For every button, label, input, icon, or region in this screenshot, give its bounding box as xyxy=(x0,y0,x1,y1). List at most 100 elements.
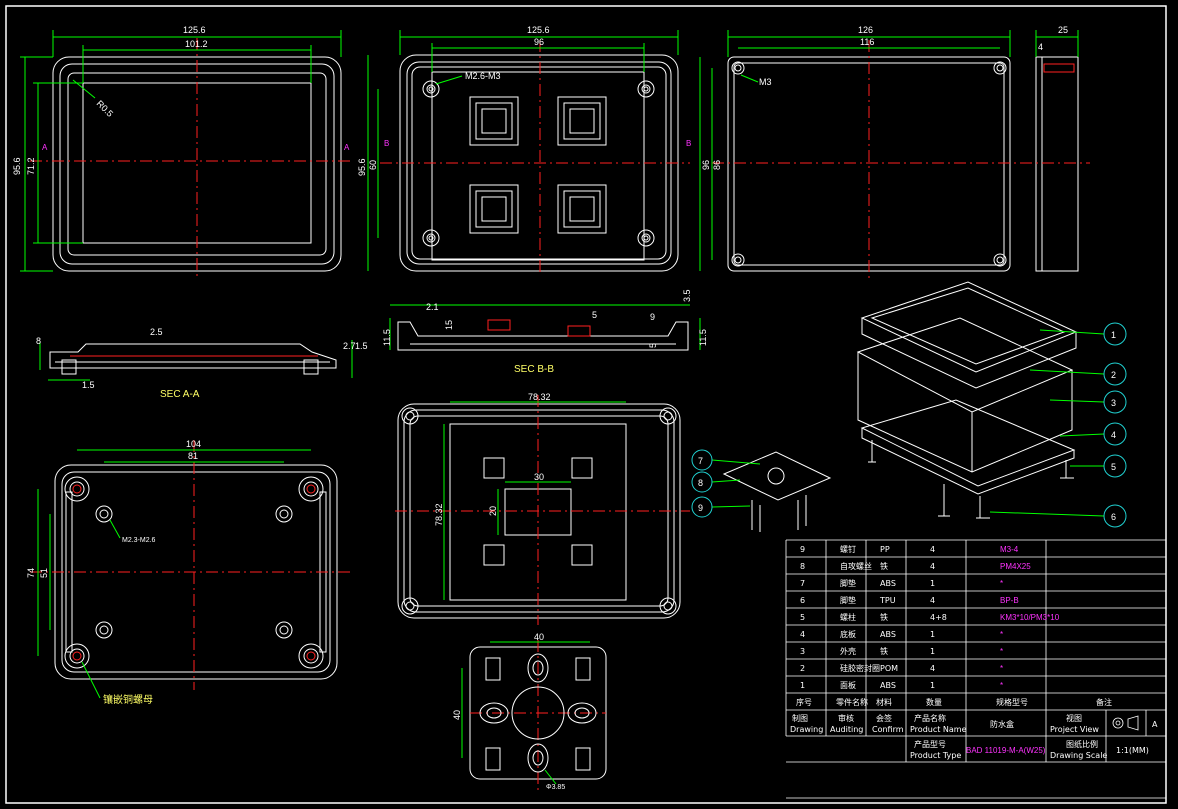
balloon-7: 7 xyxy=(691,449,713,471)
title-product-name-cn: 产品名称 xyxy=(914,713,946,723)
bom-cell-name: 螺柱 xyxy=(840,612,856,622)
title-product-name-en: Product Name xyxy=(910,725,967,734)
bom-cell-spec: * xyxy=(1000,630,1003,639)
label-bottom-screw: M2.3-M2.6 xyxy=(122,537,156,544)
section-mark-b-right: B xyxy=(686,139,691,148)
dim-bottom-height-inner: 51 xyxy=(39,568,49,578)
bom-header-mat: 材料 xyxy=(876,697,892,707)
view-middle-plate xyxy=(395,395,690,625)
section-b-b xyxy=(389,304,701,351)
dim-v2-height-outer: 95.6 xyxy=(357,158,367,176)
bom-cell-name: 底板 xyxy=(840,629,856,639)
dim-seca-top: 2.5 xyxy=(150,327,163,337)
bom-cell-qty: 4+8 xyxy=(930,613,947,622)
label-v3-screw: M3 xyxy=(759,77,772,87)
section-label-a: SEC A-A xyxy=(160,389,200,400)
balloon-3: 3 xyxy=(1103,390,1127,414)
title-product-type-en: Product Type xyxy=(910,751,961,760)
bom-cell-mat: TPU xyxy=(879,596,896,605)
dim-seca-height: 8 xyxy=(36,336,41,346)
drawing-frame xyxy=(5,5,1167,804)
dim-foot-width: 40 xyxy=(534,632,544,642)
title-project-view-cn: 视图 xyxy=(1066,713,1082,723)
balloon-4: 4 xyxy=(1103,422,1127,446)
title-sheet-size: A xyxy=(1152,720,1158,729)
bom-cell-no: 4 xyxy=(800,630,805,639)
bom-header-name: 零件名称 xyxy=(836,697,868,707)
dim-seca-left: 1.5 xyxy=(82,380,95,390)
bom-cell-qty: 4 xyxy=(930,545,935,554)
bom-cell-mat: PP xyxy=(880,545,890,554)
bom-cell-mat: 铁 xyxy=(880,561,888,571)
dim-secb-top: 2.1 xyxy=(426,302,439,312)
dim-seca-right-1: 2.7 xyxy=(343,341,356,351)
bom-cell-qty: 4 xyxy=(930,664,935,673)
svg-text:7: 7 xyxy=(698,456,703,466)
bom-cell-no: 3 xyxy=(800,647,805,656)
title-product-type-value: BAD 11019-M-A(W25) xyxy=(966,746,1046,755)
dim-seca-right-2: 1.5 xyxy=(355,341,368,351)
dim-v2-height-inner: 60 xyxy=(368,160,378,170)
bom-cell-mat: 铁 xyxy=(880,646,888,656)
view-bottom xyxy=(30,440,350,699)
dim-secb-9: 9 xyxy=(650,312,655,322)
title-auditing-en: Auditing xyxy=(830,725,863,734)
title-confirm-cn: 会签 xyxy=(876,713,892,723)
balloon-2: 2 xyxy=(1103,362,1127,386)
bom-cell-mat: ABS xyxy=(880,579,896,588)
section-mark-a-left: A xyxy=(42,143,48,152)
balloon-1: 1 xyxy=(1103,322,1127,346)
title-auditing-cn: 审核 xyxy=(838,713,854,723)
svg-text:9: 9 xyxy=(698,503,703,513)
bom-cell-spec: PM4X25 xyxy=(1000,562,1031,571)
dim-v1-width-inner: 101.2 xyxy=(185,39,208,49)
bom-cell-no: 1 xyxy=(800,681,805,690)
balloons: 1 2 3 4 5 6 7 8 9 xyxy=(691,322,1127,528)
bom-cell-name: 脚垫 xyxy=(840,595,856,605)
title-product-name-value: 防水盒 xyxy=(990,719,1014,729)
section-mark-b-left: B xyxy=(384,139,389,148)
bom-cell-qty: 1 xyxy=(930,681,935,690)
title-confirm-en: Confirm xyxy=(872,725,904,734)
section-a-a xyxy=(39,340,353,381)
bom-cell-mat: 铁 xyxy=(880,612,888,622)
title-drawing-cn: 制图 xyxy=(792,713,808,723)
dim-mid-30: 30 xyxy=(534,472,544,482)
bom-cell-qty: 4 xyxy=(930,562,935,571)
section-label-b: SEC B-B xyxy=(514,364,554,375)
dim-secb-m1: 15 xyxy=(444,320,454,330)
balloon-9: 9 xyxy=(691,496,713,518)
balloon-5: 5 xyxy=(1103,454,1127,478)
bom-header-note: 备注 xyxy=(1096,697,1112,707)
title-scale-en: Drawing Scale xyxy=(1050,751,1107,760)
bom-cell-name: 螺钉 xyxy=(840,544,856,554)
bom-cell-spec: * xyxy=(1000,664,1003,673)
dim-foot-hole: Φ3.85 xyxy=(546,784,565,791)
dim-secb-height-2: 11.5 xyxy=(698,329,708,346)
bom-cell-name: 面板 xyxy=(840,680,856,690)
bom-cell-spec: * xyxy=(1000,681,1003,690)
dim-mid-height: 78.32 xyxy=(434,503,444,526)
bom-cell-mat: ABS xyxy=(880,681,896,690)
view-top xyxy=(20,30,350,280)
bom-header-spec: 规格型号 xyxy=(996,697,1028,707)
svg-text:8: 8 xyxy=(698,478,703,488)
label-copper-nut: 镶嵌铜螺母 xyxy=(103,693,153,706)
dim-v3-width-outer: 126 xyxy=(858,25,873,35)
bom-cell-no: 6 xyxy=(800,596,805,605)
dim-mid-width: 78.32 xyxy=(528,392,551,402)
bom-cell-mat: ABS xyxy=(880,630,896,639)
dim-secb-5: 5 xyxy=(648,343,658,348)
bom-header-qty: 数量 xyxy=(926,697,942,707)
title-project-view-en: Project View xyxy=(1050,725,1099,734)
projection-symbol-icon xyxy=(1112,717,1124,729)
dim-v1-height-outer: 95.6 xyxy=(12,157,22,175)
bom-cell-qty: 1 xyxy=(930,630,935,639)
bom-cell-no: 2 xyxy=(800,664,805,673)
svg-text:2: 2 xyxy=(1111,370,1116,380)
section-mark-a-right: A xyxy=(344,143,350,152)
view-body xyxy=(699,30,1020,280)
bom-cell-spec: * xyxy=(1000,579,1003,588)
dim-secb-mid: 5 xyxy=(592,310,597,320)
